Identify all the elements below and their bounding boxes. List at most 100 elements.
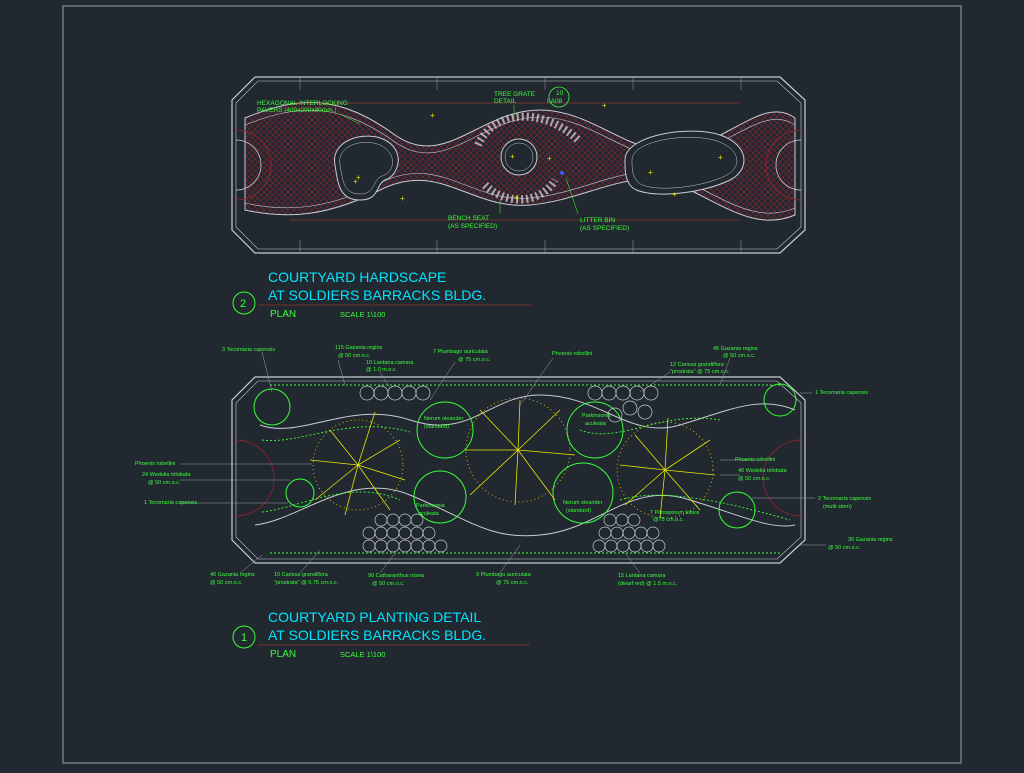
plant-label: @ 50 cm.o.c. — [723, 353, 756, 359]
plant-label: Phoenix robellini — [735, 457, 775, 463]
plant-label: 90 Catharanthus rosea — [368, 573, 425, 579]
svg-text:+: + — [718, 153, 723, 162]
svg-text:+: + — [602, 101, 607, 110]
left-island-inner — [339, 142, 393, 195]
planting-title-2: AT SOLDIERS BARRACKS BLDG. — [268, 627, 486, 643]
svg-text:+: + — [400, 194, 405, 203]
pavers-label-2: PAVERS (400x200x80mm.) — [257, 107, 337, 114]
plant-label: 15 Lantana camara — [618, 573, 666, 579]
bench-seat-bottom — [482, 177, 559, 204]
planting-boundary — [231, 376, 806, 564]
plant-label: 115 Gazania regins — [335, 345, 383, 351]
bin-label-2: (AS SPECIFIED) — [580, 225, 629, 232]
plant-label: 40 Gazania regins — [210, 572, 255, 578]
svg-text:+: + — [353, 177, 358, 186]
hardscape-title-1: COURTYARD HARDSCAPE — [268, 269, 446, 285]
plant-label: Nerum oleander — [563, 500, 603, 506]
planting-subtitle: PLAN — [270, 649, 296, 660]
plant-label: @75 cm.o.c. — [653, 517, 684, 523]
grate-ref-2: LA08 — [547, 98, 563, 105]
plant-label: 1 Tecomaria capensis — [144, 500, 197, 506]
plant-label: (multi stem) — [823, 504, 852, 510]
plant-label: (standard) — [424, 424, 449, 430]
plant-label: 1 Tecomaria capensis — [815, 390, 868, 396]
plant-label: (standard) — [566, 508, 591, 514]
grate-label-1: TREE GRATE — [494, 91, 536, 98]
planting-leaders — [180, 351, 826, 574]
planting-path-bottom — [254, 487, 796, 537]
palm-phoenix-center — [465, 397, 576, 506]
hardscape-title-2: AT SOLDIERS BARRACKS BLDG. — [268, 287, 486, 303]
hardscape-number: 2 — [240, 298, 246, 310]
svg-text:+: + — [672, 190, 677, 199]
plant-label: @ 50 cm.o.c. — [338, 353, 371, 359]
plant-label: "prostrata" @ 0.75 cm.o.c. — [274, 580, 339, 586]
tree-canopies — [253, 383, 797, 529]
plant-label: 7 Pittosporum tobira — [650, 510, 700, 516]
planting-inner-boundary — [235, 380, 802, 560]
hardscape-labels: HEXAGONAL INTERLOCKING PAVERS (400x200x8… — [257, 90, 629, 232]
palm-phoenix-left — [309, 411, 406, 516]
plant-label: (dwarf red) @ 1.5 m.o.c. — [618, 581, 678, 587]
plant-label: @ 75 cm.o.c. — [496, 580, 529, 586]
hardscape-inner-boundary — [235, 80, 802, 250]
hardscape-number-bubble — [232, 291, 256, 315]
svg-text:+: + — [510, 152, 515, 161]
plant-label: Phoenix robellini — [552, 351, 592, 357]
plant-label: 9 Plumbago auriculata — [476, 572, 532, 578]
plant-label: @ 1.0 m.o.c — [366, 367, 396, 373]
planting-scale: SCALE 1\100 — [340, 650, 385, 659]
plant-label: aculeata — [418, 511, 440, 517]
hardscape-subtitle: PLAN — [270, 309, 296, 320]
plant-label: @ 50 cm.o.c. — [828, 545, 861, 551]
plant-label: 10 Carissa grandiflora — [274, 572, 329, 578]
plant-label: 30 Gazania regins — [848, 537, 893, 543]
planting-path-top — [259, 394, 796, 429]
sheet-frame — [62, 5, 962, 764]
left-planting-semicircle — [235, 439, 275, 517]
planting-number-bubble — [232, 625, 256, 649]
pavers-label-1: HEXAGONAL INTERLOCKING — [257, 100, 348, 107]
plant-label: Phoenix robellini — [135, 461, 175, 467]
bench-label-1: BENCH SEAT — [448, 215, 489, 222]
hardscape-leaders — [339, 105, 579, 215]
planting-number: 1 — [241, 632, 247, 644]
plant-label: @ 50 cm.o.c. — [372, 581, 405, 587]
hardscape-boundary — [231, 76, 806, 254]
tree-grate-inner — [504, 142, 534, 172]
palm-phoenix-right — [616, 417, 716, 519]
left-semicircle — [235, 129, 272, 201]
shrub-groups — [359, 385, 666, 553]
hardscape-plan: +++ +++ +++ ++ HEXAGONAL INTERLOCKING PA… — [231, 76, 806, 320]
plant-label: Parkinsonia — [416, 503, 446, 509]
plant-label: @ 50 cm.o.c. — [738, 476, 771, 482]
plant-label: @ 50 cm.o.c. — [148, 480, 181, 486]
svg-text:+: + — [430, 111, 435, 120]
planting-title-1: COURTYARD PLANTING DETAIL — [268, 609, 481, 625]
plant-label: 10 Lantana camara — [366, 360, 414, 366]
grate-label-2: DETAIL — [494, 98, 517, 105]
grid-ticks — [299, 77, 742, 253]
bin-label-1: LITTER BIN — [580, 217, 615, 224]
right-planting-semicircle — [762, 439, 802, 517]
plant-label: 40 Wedelia trilobata — [738, 468, 787, 474]
svg-text:+: + — [648, 168, 653, 177]
plant-label: 2 Tecomaria capensis — [818, 496, 871, 502]
plant-label: @ 75 cm.o.c. — [458, 357, 491, 363]
plant-label: 7 Plumbago auriculata — [433, 349, 489, 355]
plant-label: "prostrata" @ 75 cm.o.c. — [670, 369, 730, 375]
hardscape-scale: SCALE 1\100 — [340, 310, 385, 319]
hedge-edges — [261, 384, 791, 554]
right-island — [624, 130, 745, 195]
paver-edge-bottom — [244, 171, 796, 214]
plant-label: @ 50 cm.o.c. — [210, 580, 243, 586]
svg-text:+: + — [356, 173, 361, 182]
plant-label: aculeata — [585, 421, 607, 427]
plant-label: Parkinsonia — [582, 413, 612, 419]
plant-label: 12 Carissa grandiflora — [670, 362, 725, 368]
plant-label: 24 Wedelia trilobata — [142, 472, 191, 478]
planting-plan: 3 Tecomaria capensis 115 Gazania regins … — [135, 345, 893, 660]
left-semicircle-inner — [235, 139, 262, 191]
plant-label: Nerum oleander — [424, 416, 464, 422]
